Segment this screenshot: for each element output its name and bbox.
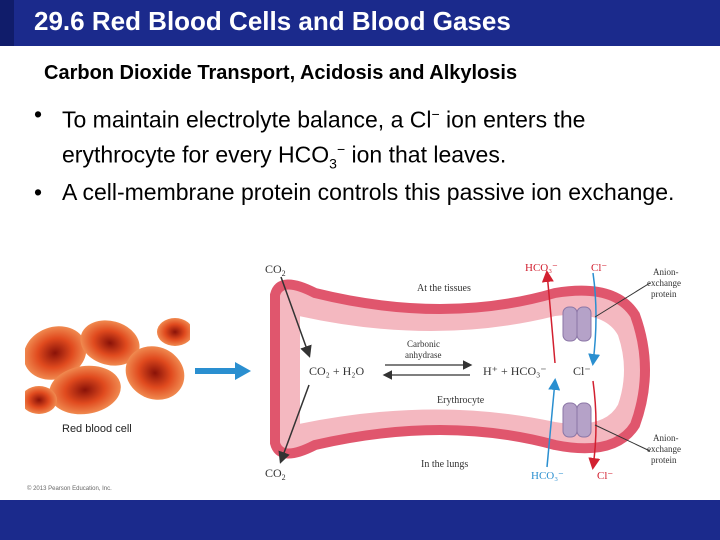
anion-protein-top-label: Anion- bbox=[653, 267, 679, 277]
anion-exchange-protein bbox=[576, 402, 592, 438]
anion-protein-top-label: protein bbox=[651, 289, 677, 299]
cl-bottom-label: Cl⁻ bbox=[597, 470, 613, 482]
slide-title: 29.6 Red Blood Cells and Blood Gases bbox=[34, 6, 511, 36]
co2-bottom-label: CO2 bbox=[265, 466, 286, 482]
bullet-text-part: To maintain electrolyte balance, a Cl bbox=[62, 106, 432, 133]
anion-exchange-protein bbox=[562, 306, 578, 342]
anion-exchange-protein bbox=[576, 306, 592, 342]
copyright-text: © 2013 Pearson Education, Inc. bbox=[27, 486, 112, 492]
superscript: − bbox=[336, 140, 346, 157]
co2-top-label: CO2 bbox=[265, 262, 286, 278]
cl-top-label: Cl⁻ bbox=[591, 262, 607, 274]
bullet-glyph: • bbox=[34, 101, 43, 127]
bullet-item: • To maintain electrolyte balance, a Cl−… bbox=[30, 100, 690, 178]
slide-subtitle: Carbon Dioxide Transport, Acidosis and A… bbox=[44, 62, 518, 84]
anion-exchange-protein bbox=[562, 402, 578, 438]
erythrocyte-label: Erythrocyte bbox=[437, 395, 485, 406]
bullet-text-part: ion that leaves. bbox=[345, 141, 507, 168]
bullet-glyph: • bbox=[34, 178, 43, 205]
arrow-right-icon bbox=[195, 362, 251, 380]
lungs-label: In the lungs bbox=[421, 459, 468, 470]
anion-protein-top-label: exchange bbox=[647, 278, 681, 288]
bullet-item: • A cell-membrane protein controls this … bbox=[30, 178, 690, 207]
bullet-text-part: ion enters the erythrocyte for every HCO bbox=[62, 106, 586, 168]
title-bar-accent bbox=[0, 0, 14, 46]
bullet-text: A cell-membrane protein controls this pa… bbox=[62, 178, 675, 205]
superscript: − bbox=[431, 106, 440, 122]
anhydrase-label: anhydrase bbox=[405, 350, 441, 360]
subscript: 3 bbox=[329, 154, 337, 171]
red-blood-cell-photo bbox=[25, 318, 190, 418]
title-bar bbox=[0, 0, 720, 46]
anion-protein-bottom-label: exchange bbox=[647, 444, 681, 454]
photo-caption: Red blood cell bbox=[62, 423, 132, 435]
anion-protein-bottom-label: protein bbox=[651, 455, 677, 465]
hco3-bottom-label: HCO₃⁻ bbox=[531, 470, 564, 482]
erythrocyte-diagram: CO2 CO2 At the tissues In the lungs Carb… bbox=[265, 262, 681, 482]
bullet-list: • To maintain electrolyte balance, a Cl−… bbox=[30, 100, 690, 207]
equation-left: CO₂ + H₂O bbox=[309, 364, 364, 378]
carbonic-label: Carbonic bbox=[407, 339, 440, 349]
footer-bar bbox=[0, 500, 720, 540]
cl-inside-label: Cl⁻ bbox=[573, 364, 591, 378]
tissues-label: At the tissues bbox=[417, 283, 471, 294]
anion-protein-bottom-label: Anion- bbox=[653, 433, 679, 443]
equation-right: H⁺ + HCO₃⁻ bbox=[483, 364, 547, 378]
hco3-top-label: HCO₃⁻ bbox=[525, 262, 558, 274]
